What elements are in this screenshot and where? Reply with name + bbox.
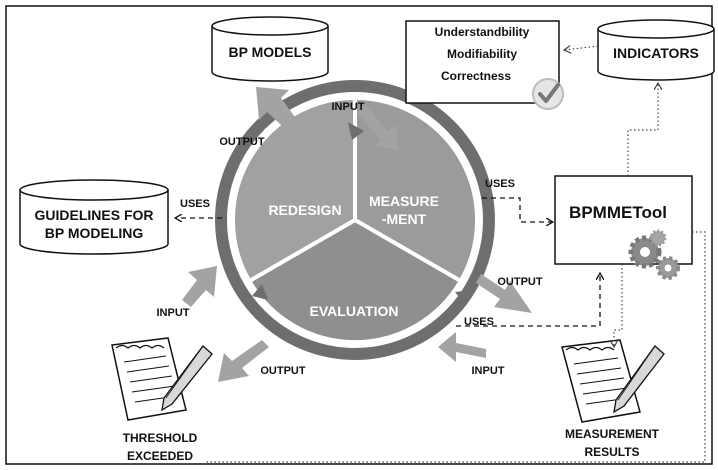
quality-line2: Modifiability	[447, 47, 517, 61]
label-input-left: INPUT	[157, 307, 190, 319]
document-pencil-icon	[561, 339, 665, 423]
database-icon	[597, 29, 715, 81]
connector-tool-results	[614, 264, 623, 346]
label-uses-eval: USES	[464, 316, 494, 328]
connector-uses-tool	[482, 197, 552, 222]
label-input-right: INPUT	[472, 365, 505, 377]
threshold-label-line2: EXCEEDED	[127, 449, 193, 463]
label-uses-guidelines: USES	[180, 198, 210, 210]
connector-uses-tool-from-eval	[456, 274, 600, 327]
bp-models-store: BP MODELS	[211, 16, 329, 82]
ring-arrowhead-top	[348, 122, 364, 140]
connector-tool-indicators	[627, 84, 658, 176]
database-icon	[211, 26, 329, 82]
arrow-output-to-bp-models	[256, 87, 303, 137]
arrow-output-to-threshold	[218, 340, 269, 382]
label-uses-tool: USES	[485, 178, 515, 190]
ring-arrowhead-right	[455, 290, 472, 306]
threshold-label-line1: THRESHOLD	[123, 431, 198, 445]
measurement-label-line1: MEASURE	[369, 193, 439, 209]
measurement-results-document: MEASUREMENT RESULTS	[561, 339, 665, 459]
bp-models-label: BP MODELS	[229, 44, 312, 60]
label-input-top: INPUT	[332, 101, 365, 113]
bpmmetool-label: BPMMETool	[569, 203, 667, 222]
ring-arrowhead-left	[252, 284, 268, 300]
evaluation-label: EVALUATION	[310, 303, 399, 319]
quality-attributes-box: Understandbility Modifiability Correctne…	[405, 20, 564, 110]
indicators-label: INDICATORS	[613, 45, 699, 61]
label-output-right: OUTPUT	[497, 276, 543, 288]
measurement-label-line2: -MENT	[382, 211, 427, 227]
cycle-ring	[215, 80, 495, 360]
guidelines-label-line2: BP MODELING	[45, 225, 144, 241]
label-output-top: OUTPUT	[219, 136, 265, 148]
document-pencil-icon	[111, 337, 213, 421]
cycle-wheel: REDESIGN MEASURE -MENT EVALUATION	[215, 80, 495, 360]
arrow-output-to-results	[476, 274, 532, 313]
checkmark-badge-icon	[532, 78, 564, 110]
segment-redesign	[230, 95, 357, 284]
arrow-input-from-bp-models	[357, 106, 398, 150]
connector-tool-threshold	[205, 231, 706, 463]
threshold-document: THRESHOLD EXCEEDED	[111, 337, 213, 463]
quality-line1: Understandbility	[435, 25, 530, 39]
gears-icon	[628, 229, 680, 280]
guidelines-store: GUIDELINES FOR BP MODELING	[19, 179, 169, 255]
arrow-input-from-results	[438, 332, 486, 362]
redesign-label: REDESIGN	[268, 202, 341, 218]
results-label-line2: RESULTS	[584, 445, 639, 459]
database-icon	[19, 190, 169, 255]
bpmmetool-box: BPMMETool	[554, 175, 693, 280]
guidelines-label-line1: GUIDELINES FOR	[34, 207, 153, 223]
quality-line3: Correctness	[441, 69, 511, 83]
connector-indicators-quality	[565, 46, 599, 50]
label-output-bottom: OUTPUT	[260, 365, 306, 377]
arrow-input-to-redesign	[182, 266, 217, 307]
results-label-line1: MEASUREMENT	[565, 427, 660, 441]
indicators-store: INDICATORS	[597, 19, 715, 81]
